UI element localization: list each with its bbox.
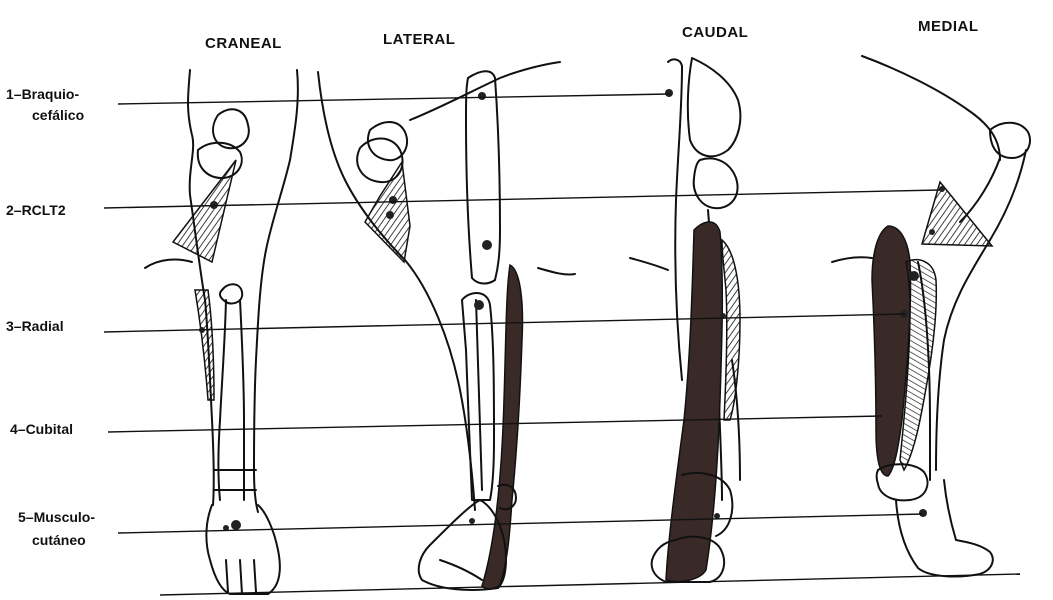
point-musculocutaneo-craneal: [231, 520, 241, 530]
zone-radial-craneal: [195, 290, 214, 400]
zone-rclt2-craneal: [173, 160, 236, 262]
zone-cubital-caudal: [666, 222, 722, 582]
nerve-label-braquiocefalico-2: cefálico: [32, 107, 84, 123]
nerve-label-cubital: 4–Cubital: [10, 421, 73, 437]
point-radial-medial: [909, 271, 919, 281]
point-braquiocefalico-lateral: [478, 92, 486, 100]
leader-line-cubital: [108, 416, 882, 432]
nerve-label-rclt2: 2–RCLT2: [6, 202, 66, 218]
point-radial-lateral-2: [474, 300, 484, 310]
leader-line-radial: [104, 314, 905, 332]
leader-line-braquiocefalico: [118, 94, 670, 104]
view-title-lateral: LATERAL: [383, 31, 455, 48]
zone-rclt2-medial: [922, 182, 992, 246]
leg-medial: [832, 56, 1030, 576]
view-title-caudal: CAUDAL: [682, 24, 748, 41]
view-title-medial: MEDIAL: [918, 18, 979, 35]
point-radial-lateral: [482, 240, 492, 250]
point-rclt2-lateral-1: [389, 196, 397, 204]
nerve-label-braquiocefalico-1: 1–Braquio-: [6, 86, 79, 102]
ground-line: [160, 574, 1020, 595]
leader-line-rclt2: [104, 190, 940, 208]
leg-craneal: [145, 70, 298, 594]
view-title-craneal: CRANEAL: [205, 35, 282, 52]
point-rclt2-medial-2: [929, 229, 935, 235]
zone-radial-caudal: [722, 240, 740, 420]
nerve-label-radial: 3–Radial: [6, 318, 64, 334]
point-musculocutaneo-medial: [919, 509, 927, 517]
point-musculocutaneo-caudal: [714, 513, 720, 519]
zone-cubital-lateral: [482, 265, 523, 589]
point-braquiocefalico-caudal: [665, 89, 673, 97]
point-rclt2-medial: [939, 186, 945, 192]
nerve-label-musculocutaneo-1: 5–Musculo-: [18, 509, 95, 525]
nerve-label-musculocutaneo-2: cutáneo: [32, 532, 86, 548]
point-musculocutaneo-lateral: [469, 518, 475, 524]
point-rclt2-lateral-2: [386, 211, 394, 219]
